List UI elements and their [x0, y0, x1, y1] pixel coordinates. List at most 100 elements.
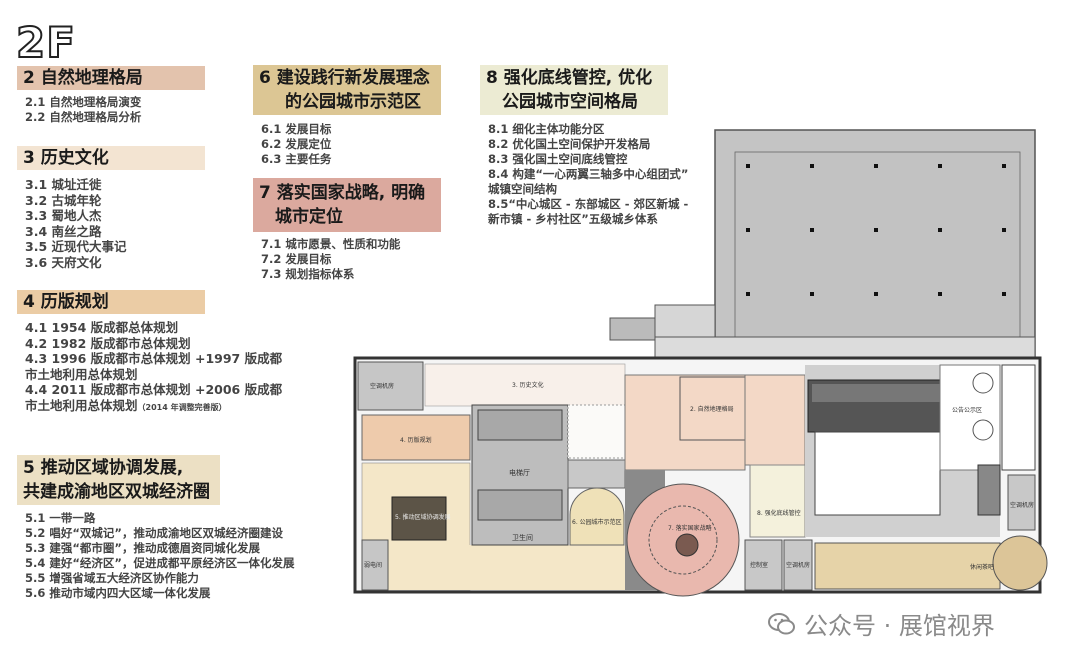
list-item: 6.3 主要任务	[261, 152, 332, 166]
list-item: 市土地利用总体规划（2014 年调整完善版）	[25, 398, 282, 416]
list-item: 6.1 发展目标	[261, 122, 332, 136]
label-elevator-hall: 电梯厅	[509, 469, 530, 477]
list-item: 4.4 2011 版成都市总体规划 +2006 版成都	[25, 382, 283, 397]
list-item: 2.1 自然地理格局演变	[25, 95, 142, 109]
label-planning: 4. 历版规划	[400, 437, 432, 444]
light-area	[567, 404, 626, 459]
section-4-header: 4 历版规划	[17, 290, 205, 314]
section-2-header: 2 自然地理格局	[17, 66, 205, 90]
elev-2	[477, 489, 563, 521]
label-restroom: 卫生间	[512, 534, 533, 542]
list-item: 5.5 增强省域五大经济区协作能力	[25, 571, 199, 585]
label-ac-room-2: 空调机房	[786, 562, 811, 569]
room-control	[744, 539, 783, 591]
room-natural	[679, 376, 746, 441]
room-history	[424, 363, 626, 407]
list-item: 城镇空间结构	[488, 182, 557, 196]
elev-1	[477, 409, 563, 441]
label-control-room: 控制室	[750, 562, 769, 569]
list-item: 6.2 发展定位	[261, 137, 332, 151]
stair-ramp	[609, 317, 656, 341]
list-item-text: 市土地利用总体规划	[25, 397, 138, 413]
section-6-header: 6 建设践行新发展理念 的公园城市示范区	[253, 65, 441, 115]
header-line: 8 强化底线管控, 优化	[486, 68, 653, 88]
watermark: 公众号 · 展馆视界	[768, 606, 995, 641]
list-item: 8.4 构建“一心两翼三轴多中心组团式”	[488, 167, 689, 181]
list-item-note: （2014 年调整完善版）	[137, 402, 227, 412]
label-ac-room: 空调机房	[370, 383, 395, 390]
list-item: 3.5 近现代大事记	[25, 239, 127, 254]
zone-7-core	[675, 533, 699, 557]
list-item: 3.1 城址迁徙	[25, 177, 102, 192]
header-line: 6 建设践行新发展理念	[259, 68, 430, 88]
list-item: 4.3 1996 版成都市总体规划 +1997 版成都	[25, 351, 283, 366]
label-ac-room-3: 空调机房	[1010, 502, 1035, 509]
label-zone8: 8. 强化底线管控	[757, 510, 801, 517]
list-item: 3.2 古城年轮	[25, 192, 102, 208]
header-line: 城市定位	[275, 207, 343, 227]
list-item: 市土地利用总体规划	[25, 366, 138, 382]
exhibit-box	[391, 496, 447, 541]
list-item: 2.2 自然地理格局分析	[25, 110, 142, 124]
section-5-items: 5.1 一带一路 5.2 唱好“双城记”，推动成渝地区双城经济圈建设 5.3 建…	[25, 511, 295, 601]
list-item: 3.6 天府文化	[25, 254, 102, 270]
label-history: 3. 历史文化	[512, 382, 544, 389]
right-lounge	[1001, 364, 1036, 471]
gray-room	[567, 459, 626, 489]
list-item: 4.1 1954 版成都总体规划	[25, 320, 179, 335]
bar-zone	[814, 542, 1001, 590]
list-item: 8.5“中心城区 - 东部城区 - 郊区新城 -	[488, 197, 689, 211]
label-bar: 休闲茶吧	[970, 564, 995, 571]
header-line: 公园城市空间格局	[502, 92, 638, 112]
list-item: 4.2 1982 版成都市总体规划	[25, 335, 191, 351]
room-ac	[357, 361, 424, 411]
floor-label: 2F	[15, 17, 76, 68]
zone-5-bottom	[388, 545, 625, 590]
section-7-header: 7 落实国家战略, 明确 城市定位	[253, 178, 441, 232]
section-6-items: 6.1 发展目标 6.2 发展定位 6.3 主要任务	[261, 122, 331, 167]
list-item: 5.2 唱好“双城记”，推动成渝地区双城经济圈建设	[25, 526, 283, 540]
list-item: 3.4 南丝之路	[25, 223, 102, 239]
hall-columns	[746, 164, 1006, 296]
label-weak-room: 弱电间	[364, 562, 383, 569]
list-item: 5.6 推动市域内四大区域一体化发展	[25, 586, 211, 600]
list-item: 3.3 蜀地人杰	[25, 208, 102, 223]
section-3-header: 3 历史文化	[17, 146, 205, 170]
escalator-2	[977, 464, 1001, 516]
label-zone6: 6. 公园城市示范区	[572, 519, 622, 526]
notice-area	[939, 364, 1001, 471]
room-weak	[361, 539, 389, 591]
wechat-icon	[768, 612, 795, 634]
list-item: 7.3 规划指标体系	[261, 267, 355, 281]
list-item: 7.2 发展目标	[261, 252, 332, 266]
label-zone5: 5. 推动区域协调发展	[395, 514, 451, 521]
list-item: 5.3 建强“都市圈”，推动成德眉资同城化发展	[25, 541, 260, 555]
header-line: 共建成渝地区双城经济圈	[23, 482, 210, 502]
atrium-void	[814, 431, 941, 516]
list-item: 7.1 城市愿景、性质和功能	[261, 237, 401, 251]
room-ac-2	[783, 539, 813, 591]
section-5-header: 5 推动区域协调发展, 共建成渝地区双城经济圈	[17, 455, 220, 505]
room-planning	[361, 414, 471, 461]
watermark-text: 公众号 · 展馆视界	[804, 612, 995, 640]
section-7-items: 7.1 城市愿景、性质和功能 7.2 发展目标 7.3 规划指标体系	[261, 237, 400, 282]
section-8-header: 8 强化底线管控, 优化 公园城市空间格局	[480, 65, 668, 115]
section-2-items: 2.1 自然地理格局演变 2.2 自然地理格局分析	[25, 95, 141, 125]
zone-6	[569, 487, 625, 546]
zone-8	[749, 464, 806, 538]
list-item: 新市镇 - 乡村社区”五级城乡体系	[488, 212, 658, 226]
label-zone7: 7. 落实国家战略	[668, 525, 712, 532]
header-line: 5 推动区域协调发展,	[23, 458, 184, 478]
label-natural: 2. 自然地理格局	[690, 406, 734, 413]
header-line: 7 落实国家战略, 明确	[259, 183, 426, 203]
section-4-items: 4.1 1954 版成都总体规划 4.2 1982 版成都市总体规划 4.3 1…	[25, 320, 282, 415]
section-8-items: 8.1 细化主体功能分区 8.2 优化国土空间保护开发格局 8.3 强化国土空间…	[488, 122, 689, 227]
round-stage	[992, 535, 1048, 591]
section-3-items: 3.1 城址迁徙 3.2 古城年轮 3.3 蜀地人杰 3.4 南丝之路 3.5 …	[25, 177, 127, 270]
list-item: 8.1 细化主体功能分区	[488, 122, 605, 136]
list-item: 5.4 建好“经济区”，促进成都平原经济区一体化发展	[25, 556, 295, 570]
label-notice-area: 公告公示区	[952, 407, 983, 414]
room-ac-3	[1007, 474, 1036, 531]
